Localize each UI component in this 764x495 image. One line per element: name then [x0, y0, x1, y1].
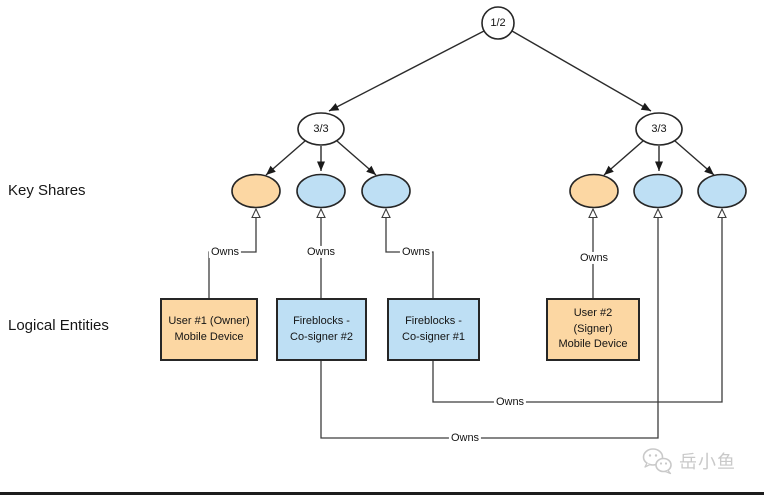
entity-label-line: Fireblocks -	[405, 314, 462, 327]
owns-label-3: Owns	[399, 245, 433, 259]
root-threshold-node	[481, 6, 515, 40]
bottom-border-line	[0, 492, 764, 495]
edge-right-threshold-to-share-4	[603, 140, 644, 176]
key-share-6	[697, 173, 747, 209]
row-label-logical-entities: Logical Entities	[8, 317, 109, 334]
entity-user1-owner-mobile-device: User #1 (Owner) Mobile Device	[160, 298, 258, 361]
owns-label-2: Owns	[304, 245, 338, 259]
root-threshold-label: 1/2	[490, 17, 506, 29]
entity-fireblocks-cosigner-2: Fireblocks - Co-signer #2	[276, 298, 367, 361]
left-threshold-label: 3/3	[313, 123, 329, 135]
entity-user2-signer-mobile-device: User #2 (Signer) Mobile Device	[546, 298, 640, 361]
key-share-1	[231, 173, 281, 209]
entity-label-line: Mobile Device	[558, 338, 628, 351]
row-label-key-shares: Key Shares	[8, 182, 86, 199]
entity-label-line: Fireblocks -	[293, 314, 350, 327]
entity-label-line: Co-signer #2	[290, 330, 353, 343]
watermark-text: 岳小鱼	[679, 452, 736, 472]
owns-label-4: Owns	[577, 251, 611, 265]
owns-label-5: Owns	[493, 395, 527, 409]
left-threshold-node	[297, 112, 345, 146]
key-share-4	[569, 173, 619, 209]
entity-label-line: User #1 (Owner)	[168, 314, 250, 327]
wechat-icon	[642, 448, 672, 475]
owns-label-1: Owns	[208, 245, 242, 259]
edge-left-threshold-to-share-3	[336, 140, 377, 176]
entity-label-line: Mobile Device	[174, 330, 244, 343]
entity-label-line: User #2	[573, 306, 613, 319]
key-share-5	[633, 173, 683, 209]
right-threshold-node	[635, 112, 683, 146]
watermark: 岳小鱼	[641, 445, 736, 477]
right-threshold-label: 3/3	[651, 123, 667, 135]
edge-root-to-left-threshold	[328, 30, 485, 112]
entity-fireblocks-cosigner-1: Fireblocks - Co-signer #1	[387, 298, 480, 361]
owns-connector-cosigner1-to-share-6	[432, 207, 727, 403]
entity-label-line: Co-signer #1	[402, 330, 465, 343]
entity-label-line: (Signer)	[573, 322, 613, 335]
edge-left-threshold-to-share-1	[265, 140, 306, 176]
edge-right-threshold-to-share-6	[674, 140, 715, 176]
edge-root-to-right-threshold	[511, 30, 652, 112]
key-share-2	[296, 173, 346, 209]
owns-connector-cosigner2-to-share-5	[320, 207, 663, 439]
owns-label-6: Owns	[448, 431, 482, 445]
key-share-3	[361, 173, 411, 209]
